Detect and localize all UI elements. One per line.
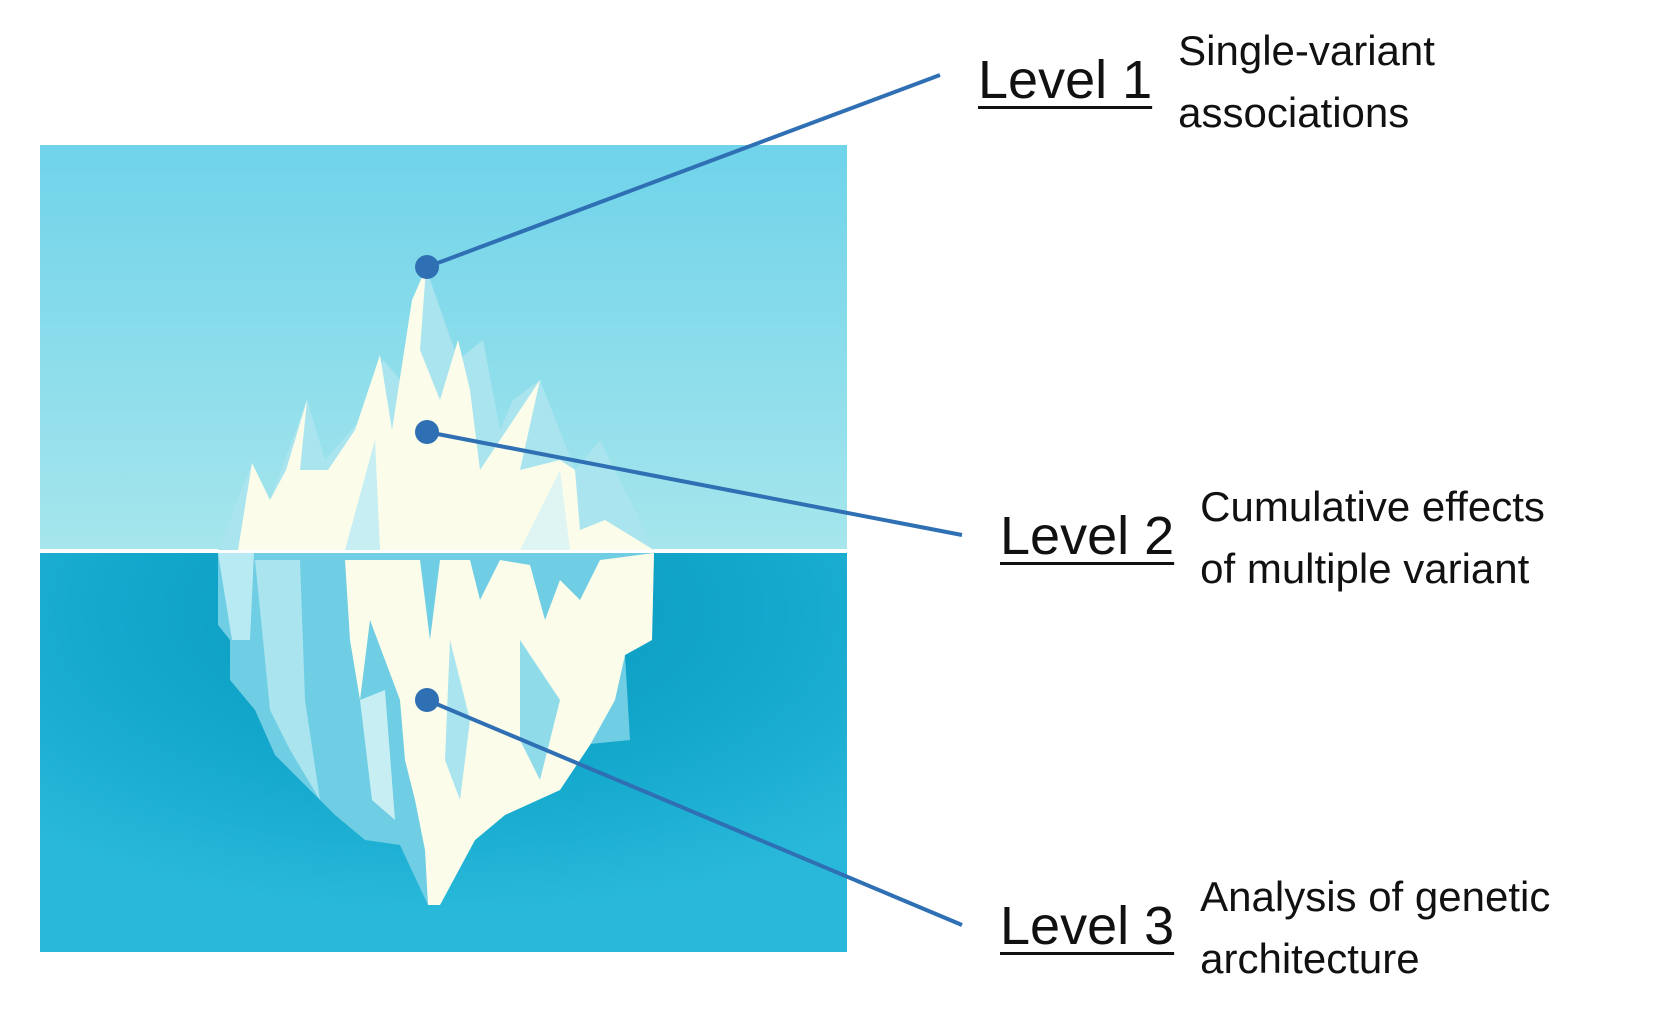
waterline bbox=[40, 549, 847, 553]
level-3-description: Analysis of genetic architecture bbox=[1200, 866, 1550, 990]
level-2-description: Cumulative effects of multiple variant bbox=[1200, 476, 1545, 600]
level-1-description: Single-variant associations bbox=[1178, 20, 1435, 144]
level-2-callout: Level 2 Cumulative effects of multiple v… bbox=[1000, 476, 1545, 600]
pointer-line-level-2 bbox=[426, 430, 963, 537]
pointer-dot-level-1 bbox=[415, 255, 439, 279]
level-1-description-line-1: Single-variant bbox=[1178, 27, 1435, 74]
level-3-title: Level 3 bbox=[1000, 896, 1175, 956]
iceberg-tip bbox=[218, 268, 654, 550]
level-2-title: Level 2 bbox=[1000, 506, 1175, 566]
level-1-description-line-2: associations bbox=[1178, 89, 1410, 136]
level-3-description-line-2: architecture bbox=[1200, 935, 1420, 982]
pointer-line-level-1 bbox=[426, 73, 941, 269]
pointer-dot-level-3 bbox=[415, 688, 439, 712]
level-2-description-line-1: Cumulative effects bbox=[1200, 483, 1545, 530]
level-1-title: Level 1 bbox=[978, 50, 1153, 110]
level-3-callout: Level 3 Analysis of genetic architecture bbox=[1000, 866, 1550, 990]
level-3-description-line-1: Analysis of genetic bbox=[1200, 873, 1551, 920]
level-2-description-line-2: of multiple variant bbox=[1200, 545, 1530, 592]
level-1-callout: Level 1 Single-variant associations bbox=[978, 20, 1435, 144]
pointer-line-level-3 bbox=[426, 698, 963, 927]
pointer-dot-level-2 bbox=[415, 420, 439, 444]
